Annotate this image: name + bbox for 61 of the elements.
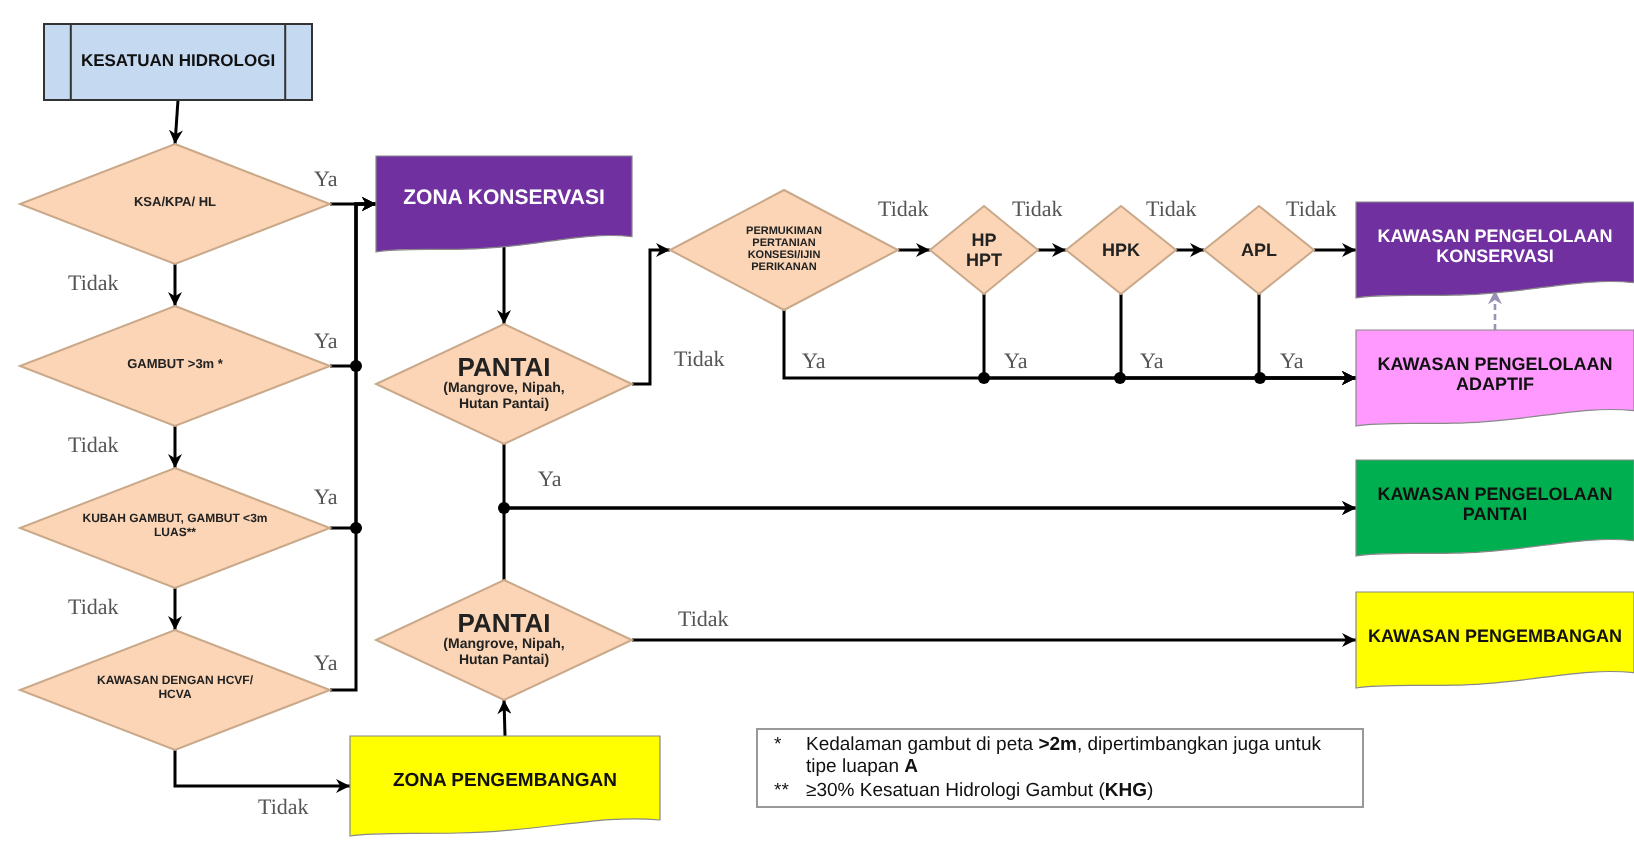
decision-diamond xyxy=(376,580,632,700)
arrow xyxy=(1038,243,1066,257)
arrow xyxy=(168,426,182,468)
arrow xyxy=(632,243,670,386)
arrow xyxy=(168,99,183,145)
arrow xyxy=(497,244,511,324)
edge-label: Tidak xyxy=(66,434,121,459)
footnote-marker: * xyxy=(774,733,784,760)
decision-diamond xyxy=(376,324,632,444)
arrow xyxy=(1176,243,1204,257)
document-box xyxy=(350,736,660,836)
edge-label: Tidak xyxy=(672,348,727,373)
node-label: ZONA PENGEMBANGAN xyxy=(392,771,618,793)
arrow xyxy=(1257,294,1356,385)
edge-label: Tidak xyxy=(1010,198,1065,223)
document-box xyxy=(1356,202,1634,298)
node-label: KAWASAN PENGEMBANGAN xyxy=(1368,626,1622,647)
document-box xyxy=(1356,592,1634,688)
node-label: HPK xyxy=(1101,239,1140,261)
footnote-marker: ** xyxy=(774,779,791,803)
edge-label: Ya xyxy=(536,468,564,493)
dashed-arrow xyxy=(1488,290,1502,330)
node-label: ZONA KONSERVASI xyxy=(403,188,605,212)
edge-label: Ya xyxy=(312,652,340,677)
document-box xyxy=(376,156,632,252)
edge-label: Ya xyxy=(1002,350,1030,375)
node-label: KESATUAN HIDROLOGI xyxy=(80,52,276,72)
document-box xyxy=(1356,460,1634,556)
arrow xyxy=(497,699,512,737)
footnote-text: ≥30% Kesatuan Hidrologi Gambut (KHG) xyxy=(806,779,1156,803)
edge-label: Ya xyxy=(312,168,340,193)
arrow xyxy=(502,501,1356,580)
edge-label: Tidak xyxy=(66,596,121,621)
node-label: KAWASAN PENGELOLAAN ADAPTIF xyxy=(1375,354,1615,395)
node-label: KAWASAN PENGELOLAAN KONSERVASI xyxy=(1375,226,1615,267)
edge-label: Ya xyxy=(312,486,340,511)
arrow xyxy=(898,243,930,257)
arrow xyxy=(1314,243,1356,257)
node-label: PANTAI xyxy=(457,353,551,382)
edge-label: Ya xyxy=(800,350,828,375)
edge-label: Ya xyxy=(1138,350,1166,375)
arrow xyxy=(168,264,182,306)
arrow xyxy=(632,633,1356,647)
node-label: APL xyxy=(1241,239,1277,261)
document-box xyxy=(1356,330,1634,426)
edge-label: Ya xyxy=(312,330,340,355)
edge-label: Tidak xyxy=(256,796,311,821)
edge-label: Tidak xyxy=(66,272,121,297)
arrow xyxy=(330,197,376,692)
node-label: PANTAI xyxy=(457,609,551,638)
edge-label: Tidak xyxy=(876,198,931,223)
edge-label: Tidak xyxy=(1284,198,1339,223)
node-label: KAWASAN PENGELOLAAN PANTAI xyxy=(1375,484,1615,525)
edge-label: Tidak xyxy=(676,608,731,633)
edge-label: Tidak xyxy=(1144,198,1199,223)
footnote-text: Kedalaman gambut di peta >2m, dipertimbangkan juga untuk tipe luapan A xyxy=(806,733,1323,780)
node-label: HP HPT xyxy=(964,229,1004,271)
edge-label: Ya xyxy=(1278,350,1306,375)
process-box xyxy=(44,24,312,100)
arrow xyxy=(168,588,182,630)
arrow xyxy=(173,750,350,793)
